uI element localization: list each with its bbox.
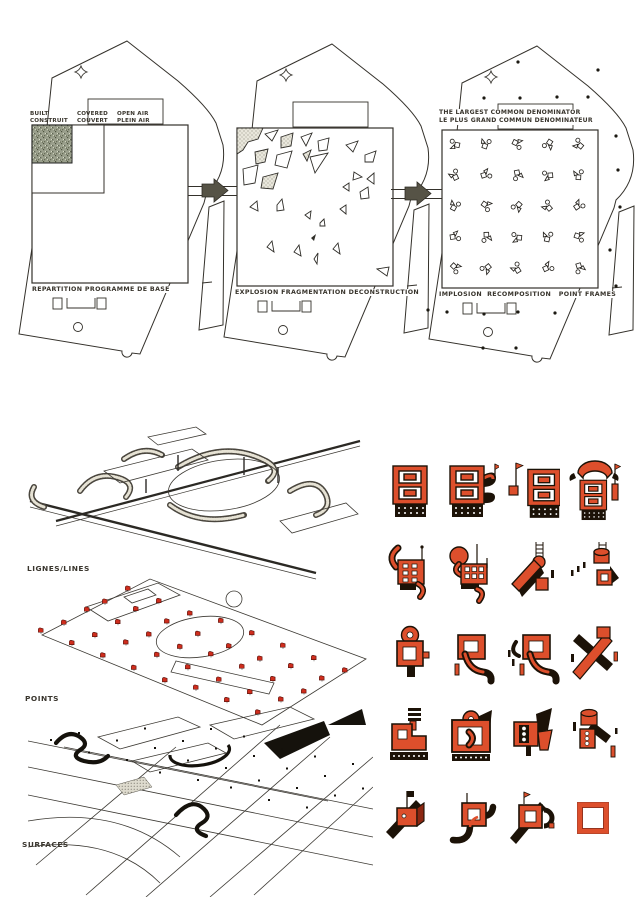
surfaces-layer <box>28 706 373 897</box>
folly-variation-grid <box>380 450 624 860</box>
surface-markers <box>50 727 364 809</box>
folly-cell <box>445 786 499 852</box>
folly-cell <box>506 458 560 524</box>
arrow-right-icon <box>391 181 443 206</box>
arrow-right-icon <box>188 178 240 203</box>
site-dots <box>426 60 622 350</box>
site-plan-3 <box>426 45 635 363</box>
folly-cell <box>384 622 438 688</box>
site-plan-2 <box>223 43 430 361</box>
layer-label-points: POINTS <box>25 694 59 703</box>
folly-cell <box>445 540 499 606</box>
caption-implosion: IMPLOSION RECOMPOSITION POINT FRAMES <box>439 291 617 299</box>
folly-cell <box>445 458 499 524</box>
folly-cell <box>567 458 621 524</box>
folly-cell <box>506 622 560 688</box>
folly-cell <box>384 704 438 770</box>
lines-layer <box>28 426 361 580</box>
built-zone <box>31 124 73 164</box>
folly-cell <box>506 704 560 770</box>
folly-cell <box>567 786 621 852</box>
layer-label-lines: LIGNES/LINES <box>27 564 90 573</box>
site-diagram-explosion: EXPLOSION FRAGMENTATION DECONSTRUCTION <box>215 38 431 368</box>
folly-cell <box>445 704 499 770</box>
folly-cell <box>445 622 499 688</box>
caption-repartition: REPARTITION PROGRAMME DE BASE <box>32 286 170 294</box>
folly-cell <box>384 458 438 524</box>
folly-cell <box>567 622 621 688</box>
axonometric-drawing <box>28 426 373 897</box>
site-plan-1 <box>18 40 225 358</box>
folly-cell <box>384 540 438 606</box>
folly-cell <box>506 786 560 852</box>
points-layer <box>38 578 367 726</box>
layer-label-surfaces: SURFACES <box>22 840 69 849</box>
folly-cell <box>384 786 438 852</box>
caption-explosion: EXPLOSION FRAGMENTATION DECONSTRUCTION <box>235 289 420 297</box>
folly-cell <box>567 540 621 606</box>
folly-cell <box>567 704 621 770</box>
folly-cell <box>506 540 560 606</box>
